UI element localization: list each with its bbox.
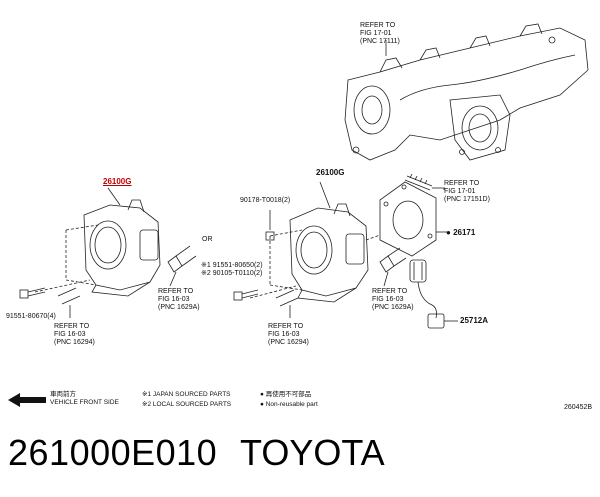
bolt-left-drawing bbox=[19, 287, 46, 299]
ref-label-top[interactable]: REFER TO FIG 17-01 (PNC 17111) bbox=[360, 22, 400, 45]
ref-label-left-bottom[interactable]: REFER TO FIG 16-03 (PNC 16294) bbox=[54, 323, 95, 346]
bolt-center-drawing bbox=[233, 289, 259, 301]
dashed-leader-left bbox=[34, 224, 99, 293]
hose-center-drawing bbox=[275, 247, 407, 307]
part-label-25712a[interactable]: 25712A bbox=[460, 316, 489, 325]
ref-label-right-mid[interactable]: REFER TO FIG 16-03 (PNC 1629A) bbox=[372, 288, 414, 311]
part-label-26100g[interactable]: 26100G bbox=[316, 168, 345, 177]
part-label-26100g-highlight[interactable]: 26100G bbox=[103, 177, 132, 186]
legend-nonreusable-jp: ● 再使用不可部品 bbox=[260, 391, 312, 398]
stud-bolt-drawing bbox=[404, 173, 445, 191]
ref-label-left-mid[interactable]: REFER TO FIG 16-03 (PNC 1629A) bbox=[158, 288, 200, 311]
part-label-91551-80670[interactable]: 91551-80670(4) bbox=[6, 313, 56, 320]
part-label-90178[interactable]: 90178-T0018(2) bbox=[240, 197, 291, 204]
diagram-id: 260452B bbox=[564, 404, 593, 411]
part-number-title: 261000E010 bbox=[8, 432, 218, 473]
gasket-drawing bbox=[379, 181, 448, 257]
ref-label-right[interactable]: REFER TO FIG 17-01 (PNC 17151D) bbox=[444, 180, 490, 203]
legend-front-jp: 車両前方 bbox=[50, 391, 76, 398]
brand-title: TOYOTA bbox=[240, 432, 385, 473]
ref-label-center-bottom[interactable]: REFER TO FIG 16-03 (PNC 16294) bbox=[268, 323, 309, 346]
ref-leaders bbox=[69, 188, 445, 318]
sensor-drawing bbox=[409, 259, 458, 329]
part-label-90105[interactable]: ※2 90105-T0110(2) bbox=[201, 270, 263, 277]
vehicle-front-arrow-icon bbox=[8, 393, 46, 407]
nut-center-drawing bbox=[265, 210, 275, 241]
legend-nonreusable-en: ● Non-reusable part bbox=[260, 401, 318, 408]
dashed-leader-center bbox=[249, 229, 381, 299]
intake-manifold-drawing bbox=[344, 23, 589, 161]
or-label: OR bbox=[202, 236, 213, 243]
throttle-body-left-drawing bbox=[83, 187, 161, 297]
part-label-26171[interactable]: ● 26171 bbox=[446, 228, 476, 237]
hose-left-drawing bbox=[57, 245, 197, 305]
legend-note-local: ※2 LOCAL SOURCED PARTS bbox=[142, 401, 232, 408]
legend-note-japan: ※1 JAPAN SOURCED PARTS bbox=[142, 391, 231, 398]
throttle-body-center-drawing bbox=[289, 181, 369, 303]
part-label-91551-80650[interactable]: ※1 91551-80650(2) bbox=[201, 262, 263, 269]
legend-front-en: VEHICLE FRONT SIDE bbox=[50, 399, 119, 406]
